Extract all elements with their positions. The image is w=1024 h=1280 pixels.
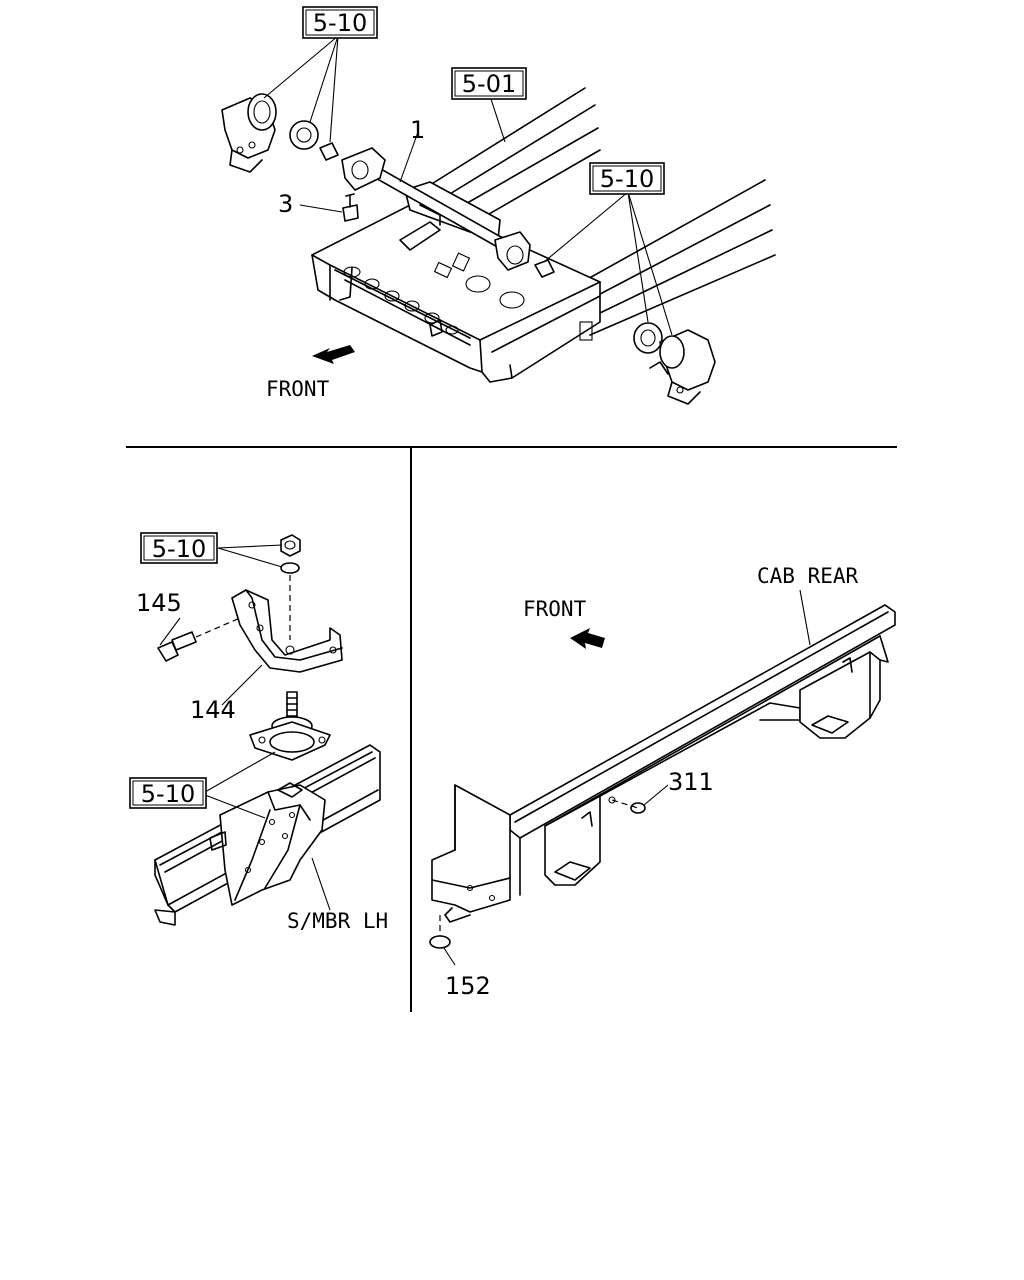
ref-box-5-10-mid[interactable]: 5-10: [140, 532, 218, 564]
ref-5-10-mid-text: 5-10: [152, 535, 206, 563]
ref-box-5-10-right[interactable]: 5-10: [589, 162, 665, 195]
frame-crossmember-assembly: [221, 35, 776, 405]
front-label-right: FRONT: [523, 597, 587, 621]
ref-5-10-top-text: 5-10: [313, 9, 367, 37]
ref-5-10-low-text: 5-10: [141, 780, 195, 808]
part-number-145[interactable]: 145: [136, 589, 182, 617]
part-number-144[interactable]: 144: [190, 696, 236, 724]
part-number-1[interactable]: 1: [410, 116, 425, 144]
ref-5-10-right-text: 5-10: [600, 165, 654, 193]
cab-rear-label: CAB REAR: [757, 564, 859, 588]
part-number-311[interactable]: 311: [668, 768, 714, 796]
part-number-152[interactable]: 152: [445, 972, 491, 1000]
cab-mount-assembly: [154, 534, 381, 926]
smbr-lh-label: S/MBR LH: [287, 909, 388, 933]
cab-rear-crossmember: [429, 589, 896, 966]
ref-box-5-10-low[interactable]: 5-10: [129, 777, 207, 809]
part-number-3[interactable]: 3: [278, 190, 293, 218]
ref-box-5-10-top[interactable]: 5-10: [302, 6, 378, 39]
front-label-top: FRONT: [266, 377, 330, 401]
ref-box-5-01[interactable]: 5-01: [451, 67, 527, 100]
ref-5-01-text: 5-01: [462, 70, 516, 98]
